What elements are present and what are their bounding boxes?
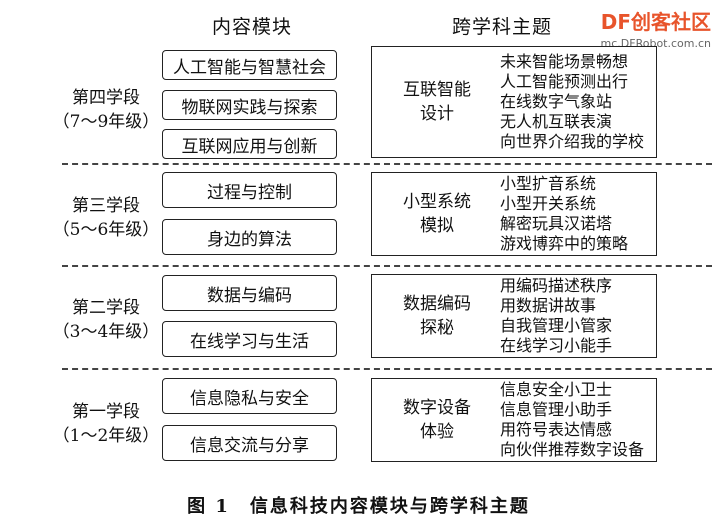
theme-title-line: 体验 — [420, 422, 454, 442]
project-item: 小型扩音系统 — [500, 174, 597, 193]
module-box: 互联网应用与创新 — [162, 129, 337, 159]
stage-label: 第二学段 （3～4年级） — [46, 296, 166, 344]
theme-title: 小型系统 模拟 — [372, 173, 502, 255]
project-item: 人工智能预测出行 — [500, 72, 629, 91]
content-modules-header: 内容模块 — [212, 16, 293, 38]
theme-box: 数据编码 探秘 用编码描述秩序 用数据讲故事 自我管理小管家 在线学习小能手 — [371, 274, 657, 358]
stage-label: 第三学段 （5～6年级） — [46, 194, 166, 242]
project-item: 用编码描述秩序 — [500, 276, 613, 295]
project-list: 用编码描述秩序 用数据讲故事 自我管理小管家 在线学习小能手 — [500, 275, 650, 357]
stage-label: 第一学段 （1～2年级） — [46, 400, 166, 448]
theme-title-line: 互联智能 — [403, 80, 471, 100]
theme-box: 数字设备 体验 信息安全小卫士 信息管理小助手 用符号表达情感 向伙伴推荐数字设… — [371, 378, 657, 462]
module-box: 过程与控制 — [162, 172, 337, 208]
project-item: 游戏博弈中的策略 — [500, 234, 629, 253]
module-box: 在线学习与生活 — [162, 321, 337, 357]
theme-title-line: 模拟 — [420, 216, 454, 236]
stage-label: 第四学段 （7～9年级） — [46, 86, 166, 134]
theme-box: 小型系统 模拟 小型扩音系统 小型开关系统 解密玩具汉诺塔 游戏博弈中的策略 — [371, 172, 657, 256]
stage-title: 第四学段 — [72, 88, 140, 108]
project-item: 信息安全小卫士 — [500, 380, 613, 399]
project-list: 未来智能场景畅想 人工智能预测出行 在线数字气象站 无人机互联表演 向世界介绍我… — [500, 47, 650, 157]
module-box: 信息隐私与安全 — [162, 378, 337, 414]
figure-caption: 图 1 信息科技内容模块与跨学科主题 — [187, 496, 530, 517]
stage-grade: （3～4年级） — [52, 322, 160, 342]
stage-title: 第二学段 — [72, 298, 140, 318]
stage-grade: （7～9年级） — [52, 112, 160, 132]
project-item: 在线学习小能手 — [500, 336, 613, 355]
theme-title-line: 小型系统 — [403, 192, 471, 212]
interdisciplinary-themes-header: 跨学科主题 — [452, 16, 553, 38]
stage-title: 第三学段 — [72, 196, 140, 216]
module-box: 物联网实践与探索 — [162, 90, 337, 120]
project-list: 信息安全小卫士 信息管理小助手 用符号表达情感 向伙伴推荐数字设备 — [500, 379, 650, 461]
module-box: 数据与编码 — [162, 275, 337, 311]
theme-title-line: 设计 — [420, 104, 454, 124]
stage-title: 第一学段 — [72, 402, 140, 422]
project-item: 解密玩具汉诺塔 — [500, 214, 613, 233]
stage-grade: （5～6年级） — [52, 220, 160, 240]
stage-grade: （1～2年级） — [52, 426, 160, 446]
project-item: 信息管理小助手 — [500, 400, 613, 419]
project-item: 向伙伴推荐数字设备 — [500, 440, 645, 459]
section-divider — [62, 163, 712, 165]
module-box: 身边的算法 — [162, 219, 337, 255]
project-item: 在线数字气象站 — [500, 92, 613, 111]
project-item: 向世界介绍我的学校 — [500, 132, 645, 151]
theme-box: 互联智能 设计 未来智能场景畅想 人工智能预测出行 在线数字气象站 无人机互联表… — [371, 46, 657, 158]
project-item: 用数据讲故事 — [500, 296, 597, 315]
project-item: 小型开关系统 — [500, 194, 597, 213]
theme-title: 互联智能 设计 — [372, 47, 502, 157]
project-item: 用符号表达情感 — [500, 420, 613, 439]
watermark-logo: DF创客社区 — [600, 10, 711, 34]
project-item: 无人机互联表演 — [500, 112, 613, 131]
watermark: DF创客社区 mc.DFRobot.com.cn — [601, 6, 711, 50]
theme-title-line: 数字设备 — [403, 398, 471, 418]
section-divider — [62, 368, 712, 370]
theme-title-line: 探秘 — [420, 318, 454, 338]
theme-title: 数据编码 探秘 — [372, 275, 502, 357]
theme-title-line: 数据编码 — [403, 294, 471, 314]
module-box: 信息交流与分享 — [162, 425, 337, 461]
module-box: 人工智能与智慧社会 — [162, 50, 337, 80]
project-item: 自我管理小管家 — [500, 316, 613, 335]
theme-title: 数字设备 体验 — [372, 379, 502, 461]
section-divider — [62, 265, 712, 267]
project-list: 小型扩音系统 小型开关系统 解密玩具汉诺塔 游戏博弈中的策略 — [500, 173, 650, 255]
project-item: 未来智能场景畅想 — [500, 52, 629, 71]
